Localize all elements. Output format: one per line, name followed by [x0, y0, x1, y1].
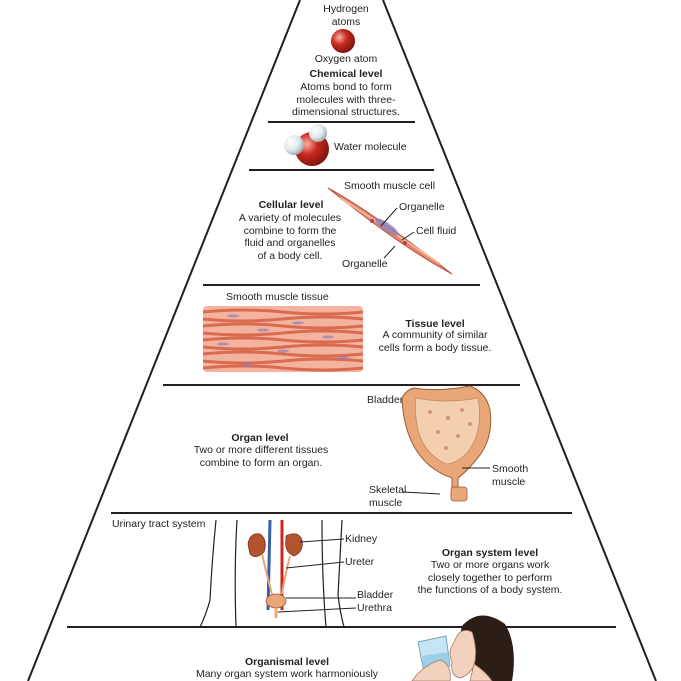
smooth-muscle-label: Smooth muscle [492, 463, 529, 488]
organismal-level-title: Organismal level [244, 656, 330, 668]
organ-level-description: Two or more different tissues combine to… [193, 444, 329, 469]
organelle-bottom-label: Organelle [342, 258, 388, 270]
hydrogen-atoms-label: Hydrogen atoms [323, 3, 369, 28]
bladder-system-label: Bladder [357, 589, 394, 601]
skeletal-muscle-label: Skeletal muscle [369, 484, 407, 509]
organelle-top-label: Organelle [399, 201, 445, 213]
oxygen-atom-icon [331, 29, 355, 53]
chemical-level-title: Chemical level [309, 68, 383, 80]
tissue-level-description: A community of similar cells form a body… [378, 329, 492, 354]
organismal-level-description: Many organ system work harmoniously [195, 668, 379, 680]
water-molecule-icon [284, 124, 329, 166]
smooth-muscle-tissue-label: Smooth muscle tissue [226, 291, 329, 303]
tissue-level-title: Tissue level [405, 318, 465, 330]
cellular-level-description: A variety of molecules combine to form t… [238, 212, 342, 262]
organ-system-level-title: Organ system level [441, 547, 539, 559]
urinary-tract-system-label: Urinary tract system [112, 518, 206, 530]
bladder-label: Bladder [367, 394, 404, 406]
cellular-level-title: Cellular level [258, 199, 324, 211]
cell-fluid-label: Cell fluid [416, 225, 457, 237]
water-molecule-label: Water molecule [334, 141, 407, 153]
kidney-label: Kidney [345, 533, 378, 545]
smooth-muscle-tissue-icon [203, 306, 363, 372]
smooth-muscle-cell-label: Smooth muscle cell [344, 180, 436, 192]
urethra-label: Urethra [357, 602, 393, 614]
organ-level-title: Organ level [231, 432, 289, 444]
organ-system-level-description: Two or more organs work closely together… [417, 559, 563, 596]
ureter-label: Ureter [345, 556, 375, 568]
oxygen-atom-label: Oxygen atom [314, 53, 378, 65]
chemical-level-description: Atoms bond to form molecules with three-… [292, 81, 400, 118]
